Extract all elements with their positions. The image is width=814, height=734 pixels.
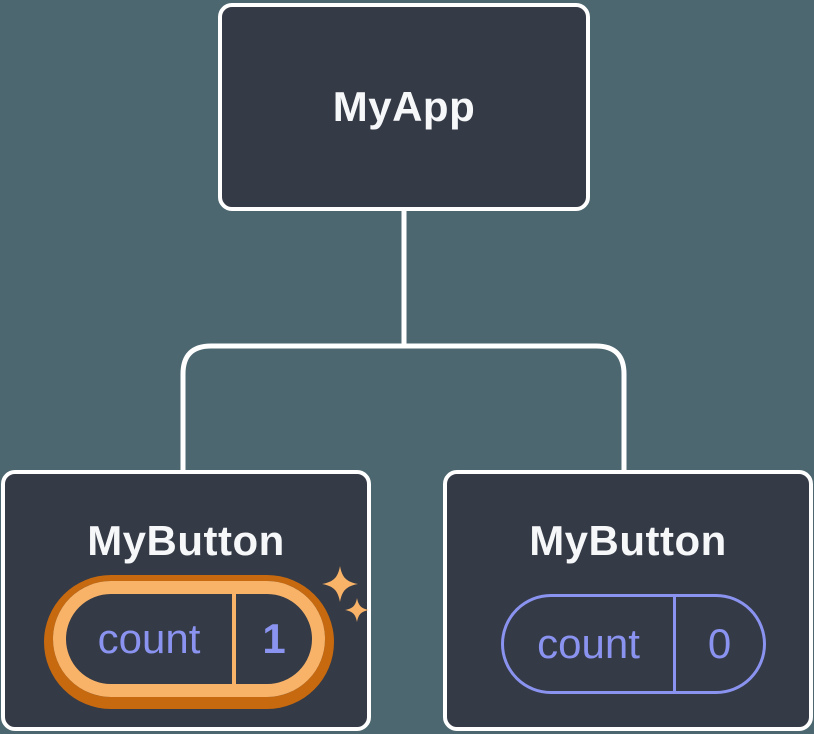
state-pill-highlighted: count 1 (53, 581, 325, 697)
state-value-label: 1 (262, 615, 286, 662)
pill-divider (232, 594, 236, 684)
child-node-mybutton-left: MyButton count 1 (1, 470, 371, 731)
state-pill-plain: count 0 (501, 594, 766, 694)
sparkle-icon (322, 566, 358, 602)
connector-bracket (180, 343, 627, 472)
state-key-label: count (97, 615, 201, 662)
sparkle-icon (345, 598, 369, 622)
state-value-label: 0 (707, 620, 732, 667)
pill-divider (673, 597, 676, 691)
child-node-label: MyButton (529, 517, 727, 564)
child-node-label: MyButton (87, 517, 285, 564)
root-node-label: MyApp (332, 83, 476, 130)
root-node-myapp: MyApp (218, 3, 590, 211)
state-key-label: count (537, 620, 640, 667)
child-node-mybutton-right: MyButton count 0 (443, 470, 813, 731)
